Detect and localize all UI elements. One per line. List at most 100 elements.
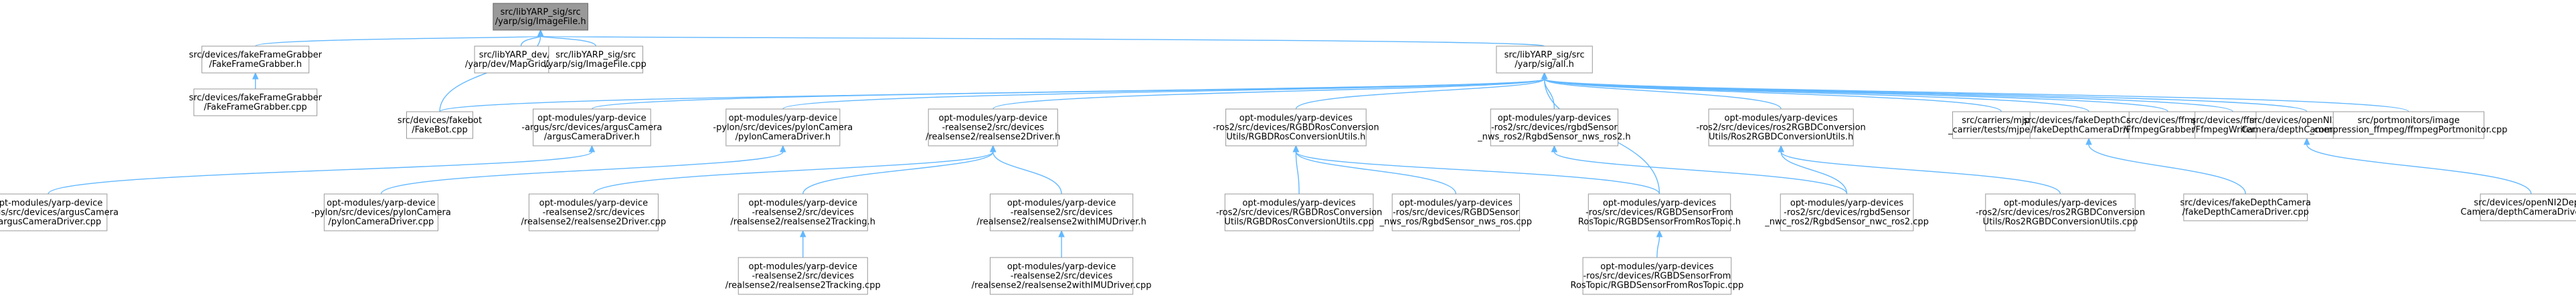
file-node-label-line: src/libYARP_sig/src <box>501 7 581 17</box>
file-node-ffmpegwriter-cpp[interactable]: src/devices/ffmpeg/FfmpegWriter.cpp <box>2191 111 2274 139</box>
file-node-rs2-h[interactable]: opt-modules/yarp-device-realsense2/src/d… <box>926 108 1060 146</box>
file-node-label-line: -ros2/src/devices/ros2RGBDConversion <box>1976 208 2145 218</box>
file-node-label-line: -realsense2/src/devices <box>543 208 645 218</box>
file-node-label-line: /realsense2/realsense2Driver.h <box>926 132 1060 142</box>
file-node-rgbdsensor-nws-ros-cpp[interactable]: opt-modules/yarp-devices-ros/src/devices… <box>1379 193 1532 231</box>
file-node-argus-cpp[interactable]: opt-modules/yarp-device-argus/src/device… <box>0 193 118 231</box>
file-node-imagefile-cpp[interactable]: src/libYARP_sig/src/yarp/sig/ImageFile.c… <box>545 45 647 74</box>
file-node-label-line: opt-modules/yarp-devices <box>1242 199 1356 209</box>
file-node-rs2tracking-h[interactable]: opt-modules/yarp-device-realsense2/src/d… <box>730 193 875 231</box>
file-node-rgbdsensor-nws-ros2-h[interactable]: opt-modules/yarp-devices-ros2/src/device… <box>1477 108 1631 146</box>
file-node-label-line: Camera/depthCameraDriver.cpp <box>2461 207 2576 217</box>
file-node-fakedepth-cpp[interactable]: src/devices/fakeDepthCamera/fakeDepthCam… <box>2180 193 2311 221</box>
dependency-edge-pylon_cpp-to-pylon_h <box>380 144 786 195</box>
file-node-ffmpeggrabber-cpp[interactable]: src/devices/ffmpeg/FfmpegGrabber.cpp <box>2124 111 2213 139</box>
dependency-edge-rs2imu_cpp-to-rs2imu_h <box>1058 229 1065 258</box>
dependency-edge-fakebot_cpp-to-all_h <box>439 72 1548 112</box>
file-node-label-line: /pylonCameraDriver.cpp <box>329 217 434 227</box>
dependency-edge-argus_cpp-to-argus_h <box>48 144 596 195</box>
dependency-edge-openni_cpp-to-openni_h <box>2304 137 2532 195</box>
file-node-label-line: opt-modules/yarp-device <box>1007 199 1116 209</box>
file-node-label-line: -realsense2/src/devices <box>1011 208 1113 218</box>
dependency-edge-rgbdfromros_h-to-rgbdros_h <box>1292 144 1660 195</box>
dependency-edge-rs2tracking_h-to-rs2_h <box>802 144 997 195</box>
file-node-label-line: /realsense2/realsense2Tracking.h <box>730 217 875 227</box>
dependency-edge-rs2tracking_cpp-to-rs2tracking_h <box>799 229 806 258</box>
dependency-edge-rgbdfromros_cpp-to-rgbdfromros_h <box>1656 229 1663 258</box>
file-node-label-line: /FakeFrameGrabber.cpp <box>204 102 307 112</box>
file-node-rs2-cpp[interactable]: opt-modules/yarp-device-realsense2/src/d… <box>521 193 667 231</box>
file-node-label-line: /realsense2/realsense2Tracking.cpp <box>725 281 881 291</box>
file-node-rs2imu-cpp[interactable]: opt-modules/yarp-device-realsense2/src/d… <box>972 257 1152 295</box>
file-node-label-line: opt-modules/yarp-device <box>0 199 102 209</box>
file-node-label-line: -realsense2/src/devices <box>752 272 854 282</box>
file-node-fakedepth-h[interactable]: src/devices/fakeDepthCamera/fakeDepthCam… <box>2023 111 2154 139</box>
file-node-fakeframegrabber-cpp[interactable]: src/devices/fakeFrameGrabber/FakeFrameGr… <box>189 88 323 116</box>
file-node-label-line: /yarp/sig/ImageFile.h <box>495 17 586 27</box>
file-node-label-line: opt-modules/yarp-device <box>748 262 857 272</box>
dependency-edge-fakeframegrabber_cpp-to-fakeframegrabber_h <box>252 72 259 89</box>
file-node-rgbdfromros-cpp[interactable]: opt-modules/yarp-devices-ros/src/devices… <box>1571 257 1744 295</box>
file-node-label-line: src/devices/fakeFrameGrabber <box>189 50 322 60</box>
file-node-label-line: opt-modules/yarp-device <box>938 114 1047 124</box>
file-node-label-line: opt-modules/yarp-device <box>1007 262 1116 272</box>
file-node-label-line: opt-modules/yarp-devices <box>1603 199 1717 209</box>
file-node-label-line: -realsense2/src/devices <box>752 208 854 218</box>
file-node-label-line: /argusCameraDriver.cpp <box>0 217 101 227</box>
nodes: src/libYARP_sig/src/yarp/sig/ImageFile.h… <box>0 3 2576 295</box>
dependency-edge-rs2imu_h-to-rs2_h <box>989 144 1062 195</box>
file-node-label-line: src/libYARP_dev/src <box>479 50 563 60</box>
file-node-label-line: Utils/RGBDRosConversionUtils.cpp <box>1224 217 1373 227</box>
file-node-label-line: opt-modules/yarp-devices <box>2004 199 2118 209</box>
file-node-label-line: /yarp/sig/all.h <box>1515 60 1574 70</box>
file-node-label-line: opt-modules/yarp-device <box>729 114 838 124</box>
dependency-edge-rgbdsensor_nws_ros_cpp-to-rgbdros_h <box>1292 144 1457 195</box>
file-node-rgbdsensor-nws-ros2-cpp[interactable]: opt-modules/yarp-devices-ros2/src/device… <box>1764 193 1929 231</box>
file-node-label-line: /realsense2/realsense2withIMUDriver.h <box>976 217 1146 227</box>
file-node-label-line: /pylonCameraDriver.h <box>736 132 831 142</box>
file-node-label-line: src/portmonitors/image <box>2358 116 2460 126</box>
file-node-label-line: -pylon/src/devices/pylonCamera <box>311 208 451 218</box>
file-node-pylon-cpp[interactable]: opt-modules/yarp-device-pylon/src/device… <box>311 193 451 231</box>
file-node-pylon-h[interactable]: opt-modules/yarp-device-pylon/src/device… <box>713 108 853 146</box>
file-node-all-h[interactable]: src/libYARP_sig/src/yarp/sig/all.h <box>1496 45 1593 74</box>
file-node-label-line: src/devices/fakeDepthCamera <box>2023 116 2154 126</box>
file-node-label-line: opt-modules/yarp-device <box>748 199 857 209</box>
file-node-label-line: opt-modules/yarp-devices <box>1399 199 1513 209</box>
file-node-label-line: _nws_ros2/RgbdSensor_nws_ros2.h <box>1477 132 1631 142</box>
file-node-ros2rgbd-cpp[interactable]: opt-modules/yarp-devices-ros2/src/device… <box>1976 193 2145 231</box>
file-node-label-line: opt-modules/yarp-devices <box>1790 199 1904 209</box>
file-node-label-line: RosTopic/RGBDSensorFromRosTopic.cpp <box>1571 281 1744 291</box>
file-node-label-line: src/devices/ffmpeg <box>2127 116 2209 126</box>
file-node-label-line: /realsense2/realsense2Driver.cpp <box>521 217 667 227</box>
file-node-label-line: /realsense2/realsense2withIMUDriver.cpp <box>972 281 1152 291</box>
file-node-label-line: /FfmpegGrabber.cpp <box>2124 125 2213 135</box>
file-node-ros2rgbd-h[interactable]: opt-modules/yarp-devices-ros2/src/device… <box>1696 108 1866 146</box>
file-node-rs2imu-h[interactable]: opt-modules/yarp-device-realsense2/src/d… <box>976 193 1146 231</box>
file-node-label-line: -ros/src/devices/RGBDSensorFrom <box>1583 272 1731 282</box>
file-node-label-line: -argus/src/devices/argusCamera <box>521 123 662 133</box>
file-node-label-line: -realsense2/src/devices <box>942 123 1044 133</box>
file-node-label-line: -ros2/src/devices/rgbdSensor <box>1491 123 1618 133</box>
file-node-rgbdfromros-h[interactable]: opt-modules/yarp-devices-ros/src/devices… <box>1578 193 1741 231</box>
file-node-rgbdros-cpp[interactable]: opt-modules/yarp-devices-ros2/src/device… <box>1216 193 1382 231</box>
file-node-label-line: /fakeDepthCameraDriver.cpp <box>2182 207 2309 217</box>
file-node-label-line: opt-modules/yarp-device <box>537 114 647 124</box>
file-node-label-line: src/libYARP_sig/src <box>1505 50 1585 60</box>
dependency-edge-rs2_h-to-all_h <box>993 72 1548 110</box>
file-node-label-line: Utils/Ros2RGBDConversionUtils.cpp <box>1983 217 2138 227</box>
file-node-fakeframegrabber-h[interactable]: src/devices/fakeFrameGrabber/FakeFrameGr… <box>189 45 323 74</box>
dependency-edge-fakedepth_cpp-to-fakedepth_h <box>2085 137 2246 195</box>
file-node-argus-h[interactable]: opt-modules/yarp-device-argus/src/device… <box>521 108 662 146</box>
file-node-ffmpegmonitor-cpp[interactable]: src/portmonitors/image_compression_ffmpe… <box>2309 111 2508 139</box>
file-node-label-line: Utils/RGBDRosConversionUtils.h <box>1226 132 1365 142</box>
file-node-rgbdros-h[interactable]: opt-modules/yarp-devices-ros2/src/device… <box>1213 108 1379 146</box>
file-node-label-line: -ros/src/devices/RGBDSensorFrom <box>1585 208 1733 218</box>
file-node-openni-cpp[interactable]: src/devices/openNI2DepthCamera/depthCame… <box>2461 193 2576 221</box>
file-node-fakebot-cpp[interactable]: src/devices/fakebot/FakeBot.cpp <box>398 111 482 139</box>
file-node-label-line: opt-modules/yarp-devices <box>1239 114 1353 124</box>
file-node-label-line: Utils/Ros2RGBDConversionUtils.h <box>1709 132 1853 142</box>
file-node-rs2tracking-cpp[interactable]: opt-modules/yarp-device-realsense2/src/d… <box>725 257 881 295</box>
file-node-label-line: -ros2/src/devices/rgbdSensor <box>1784 208 1910 218</box>
